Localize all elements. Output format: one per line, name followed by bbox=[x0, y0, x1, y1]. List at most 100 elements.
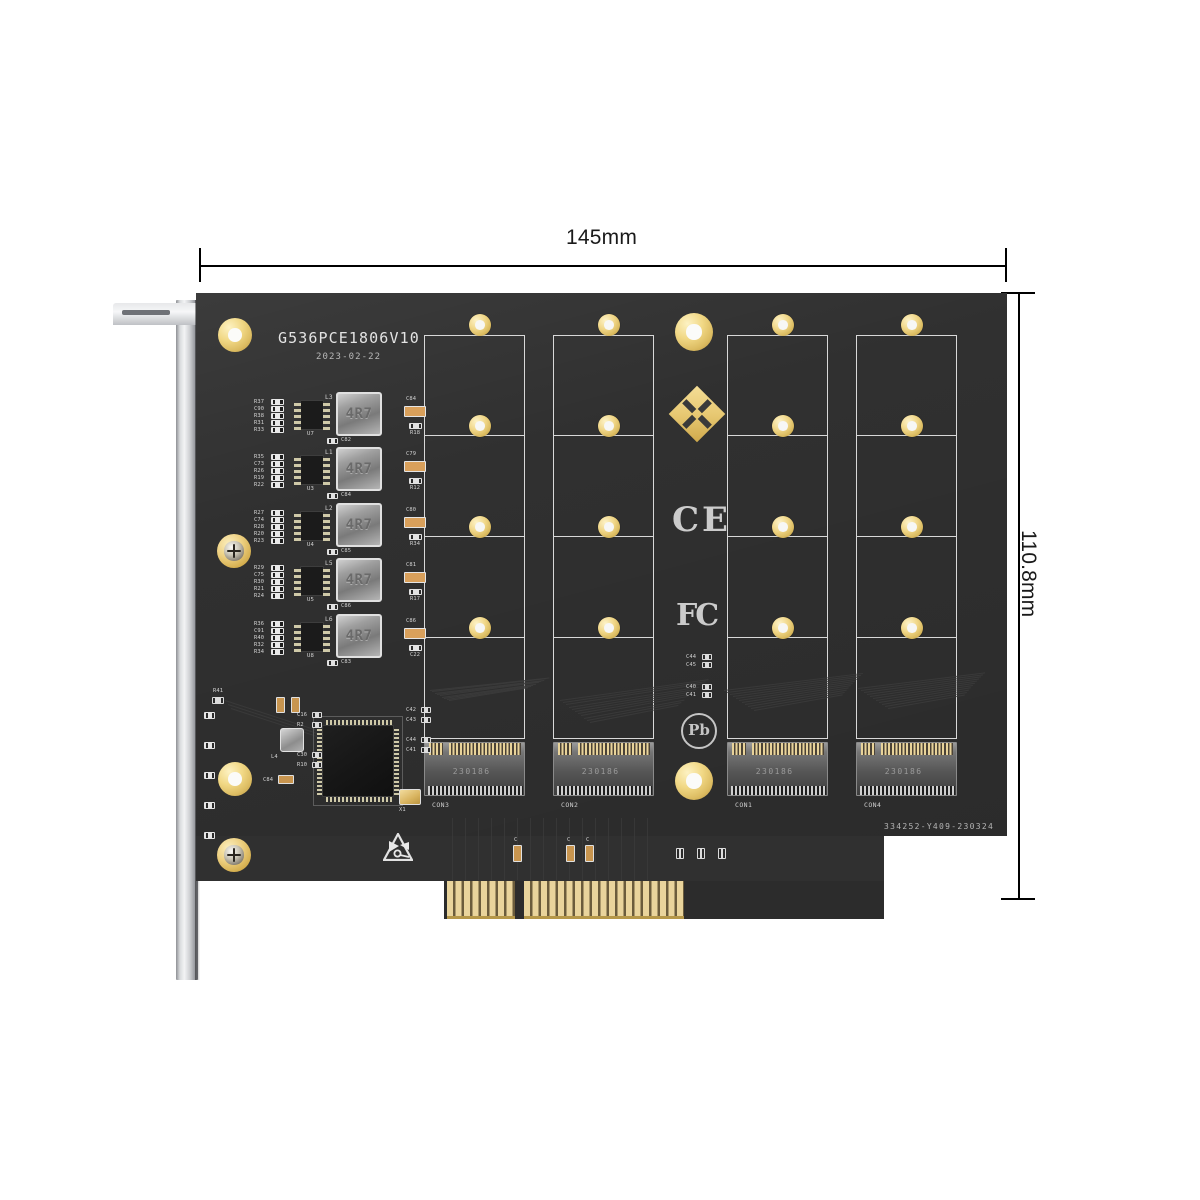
chip-area-ref-label: C30 bbox=[297, 752, 308, 758]
resistor-pack bbox=[271, 461, 284, 467]
m2-connector: 230186 bbox=[424, 742, 525, 796]
chip-pin bbox=[374, 797, 376, 802]
edge-connector-trace bbox=[595, 818, 596, 880]
capacitor-ref-label: C84 bbox=[406, 396, 417, 402]
m2-connector-ref-label: CON4 bbox=[864, 801, 882, 809]
chip-pin bbox=[394, 793, 399, 795]
mounting-hole-top-center bbox=[675, 313, 713, 351]
edge-connector-trace bbox=[582, 818, 583, 880]
ic-ref-label: U5 bbox=[307, 597, 314, 603]
center-ref-label: C44 bbox=[686, 654, 697, 660]
resistor-r41 bbox=[212, 697, 224, 704]
resistor-pack bbox=[271, 454, 284, 460]
chip-pin bbox=[394, 757, 399, 759]
resistor-pack bbox=[271, 635, 284, 641]
component-ref-label: R29 bbox=[254, 565, 265, 571]
power-inductor: 4R7 bbox=[336, 558, 382, 602]
chip-pin bbox=[346, 797, 348, 802]
ic-pin bbox=[294, 637, 301, 640]
component-ref-label: R40 bbox=[254, 635, 265, 641]
pcb-model-number: G536PCE1806V10 bbox=[278, 329, 420, 347]
capacitor-ref-label: C86 bbox=[341, 603, 352, 609]
inductor-ref-label: L6 bbox=[325, 616, 333, 623]
component-ref-label: R22 bbox=[254, 482, 265, 488]
ic-pin bbox=[294, 482, 301, 485]
power-inductor: 4R7 bbox=[336, 447, 382, 491]
resistor-ref-label: R34 bbox=[410, 541, 421, 547]
resistor-pack bbox=[271, 649, 284, 655]
ic-pin bbox=[294, 470, 301, 473]
feedback-resistor bbox=[409, 589, 422, 595]
chip-pin bbox=[378, 720, 380, 725]
ic-pin bbox=[294, 532, 301, 535]
ic-pin bbox=[323, 581, 330, 584]
width-dimension-tick-left bbox=[199, 248, 201, 282]
chip-pin bbox=[394, 789, 399, 791]
pcie-gold-fingers-short bbox=[447, 881, 515, 919]
chip-area-ref-label: C41 bbox=[406, 747, 417, 753]
chip-pin bbox=[394, 785, 399, 787]
m2-standoff-hole bbox=[901, 415, 923, 437]
chip-pin bbox=[394, 761, 399, 763]
bulk-capacitor bbox=[291, 697, 300, 713]
feedback-resistor bbox=[409, 534, 422, 540]
chip-pin bbox=[382, 720, 384, 725]
bracket-screw-lower bbox=[217, 838, 251, 872]
m2-connector: 230186 bbox=[553, 742, 654, 796]
chip-pin bbox=[358, 720, 360, 725]
m2-connector: 230186 bbox=[727, 742, 828, 796]
component-ref-label: C91 bbox=[254, 628, 265, 634]
edge-capacitor-ref: C bbox=[567, 837, 571, 843]
ce-mark: CE bbox=[672, 500, 731, 540]
chip-pin bbox=[317, 757, 322, 759]
edge-connector-trace bbox=[491, 818, 492, 880]
output-capacitor bbox=[404, 572, 426, 583]
m2-connector-code: 230186 bbox=[452, 766, 491, 776]
chip-pin bbox=[346, 720, 348, 725]
inductor-ref-label: L3 bbox=[325, 394, 333, 401]
feedback-resistor bbox=[409, 423, 422, 429]
ic-pin bbox=[323, 415, 330, 418]
ic-ref-label: U8 bbox=[307, 653, 314, 659]
chip-area-smd bbox=[312, 721, 322, 728]
mounting-hole-bottom-center bbox=[675, 762, 713, 800]
chip-pin bbox=[362, 797, 364, 802]
component-ref-label: R31 bbox=[254, 420, 265, 426]
m2-contact-pins-key bbox=[861, 743, 875, 755]
status-led-pad bbox=[204, 742, 215, 749]
ic-pin bbox=[294, 587, 301, 590]
chip-area-smd bbox=[312, 761, 322, 768]
ic-pin bbox=[323, 427, 330, 430]
ic-pin bbox=[294, 526, 301, 529]
m2-contact-pins-key bbox=[558, 743, 572, 755]
chip-pin bbox=[362, 720, 364, 725]
ic-pin bbox=[294, 643, 301, 646]
ic-pin bbox=[294, 409, 301, 412]
resistor-ref-label: R17 bbox=[410, 596, 421, 602]
capacitor-ref-label: C83 bbox=[341, 659, 352, 665]
chip-pin bbox=[317, 737, 322, 739]
ic-ref-label: U3 bbox=[307, 486, 314, 492]
chip-pin bbox=[342, 720, 344, 725]
chip-pin bbox=[358, 797, 360, 802]
output-capacitor bbox=[404, 628, 426, 639]
width-dimension-label: 145mm bbox=[566, 226, 638, 249]
chip-pin bbox=[394, 733, 399, 735]
component-ref-label: C75 bbox=[254, 572, 265, 578]
resistor-pack bbox=[271, 399, 284, 405]
edge-connector-trace bbox=[478, 818, 479, 880]
feedback-resistor bbox=[409, 645, 422, 651]
ic-pin bbox=[294, 575, 301, 578]
edge-connector-trace bbox=[634, 818, 635, 880]
resistor-pack bbox=[271, 628, 284, 634]
resistor-pack bbox=[271, 413, 284, 419]
component-ref-label: R32 bbox=[254, 642, 265, 648]
ic-pin bbox=[323, 532, 330, 535]
chip-area-ref-label: C43 bbox=[406, 717, 417, 723]
width-dimension-tick-right bbox=[1005, 248, 1007, 282]
resistor-r41-label: R41 bbox=[213, 688, 224, 694]
m2-contact-pins bbox=[578, 743, 650, 755]
status-led-pad bbox=[204, 772, 215, 779]
ic-pin bbox=[294, 464, 301, 467]
